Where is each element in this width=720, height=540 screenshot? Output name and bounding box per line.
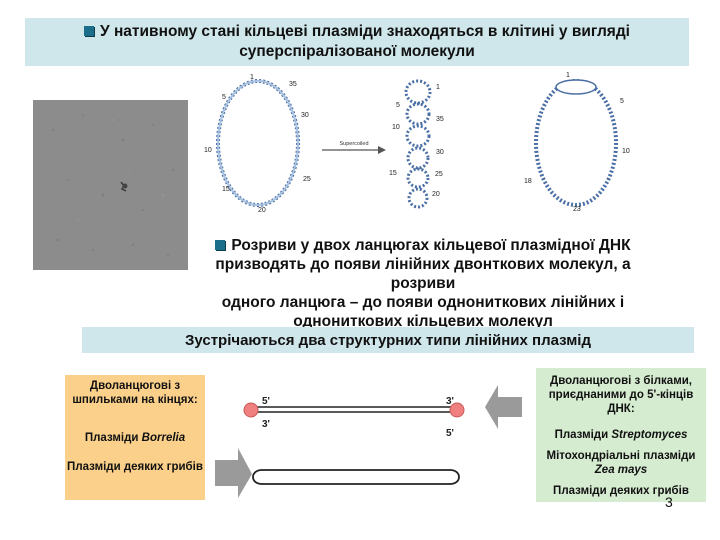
terminal-protein-left	[243, 402, 259, 418]
left-ring-label-1: 1	[250, 74, 254, 81]
protein-item-streptomyces: Плазміди Streptomyces	[536, 428, 706, 442]
protein-item-zea-mays: Мітохондріальні плазміди Zea mays	[536, 449, 706, 477]
right-ring-label-5: 5	[620, 98, 624, 105]
item-italic: Borrelia	[141, 432, 186, 444]
hairpin-item-borrelia: Плазміди Borrelia	[65, 431, 205, 445]
header-banner: У нативному стані кільцеві плазміди знах…	[25, 18, 689, 66]
label-bottom-left: 3'	[262, 419, 270, 430]
left-ring-label-15: 15	[222, 186, 230, 193]
nicked-region	[555, 79, 597, 95]
page-number: 3	[665, 494, 673, 510]
hairpin-box-title: Дволанцюгові з шпильками на кінцях:	[72, 380, 198, 406]
right-ring-label-23: 23	[573, 206, 581, 213]
types-banner: Зустрічаються два структурних типи ліній…	[82, 327, 694, 353]
label-top-right: 3'	[446, 396, 454, 407]
grey-arrow-left-pointing	[485, 385, 522, 429]
left-ring-label-30: 30	[301, 112, 309, 119]
arrow-label: Supercoiled	[339, 141, 368, 147]
protein-box-title: Дволанцюгові з білками, приєднаними до 5…	[548, 375, 694, 415]
mid-label-1: 1	[436, 84, 440, 91]
note-line-4: однониткових кільцевих молекул	[293, 313, 553, 330]
mid-label-10: 10	[392, 124, 400, 131]
grey-arrow-right-pointing	[215, 448, 252, 498]
note-line-2: призводять до появи лінійних двонткових …	[215, 256, 631, 292]
left-ring-label-10: 10	[204, 147, 212, 154]
header-line-2: суперспіралізованої молекули	[239, 43, 475, 60]
note-line-1: Розриви у двох ланцюгах кільцевої плазмі…	[183, 236, 663, 255]
item-italic: Streptomyces	[611, 429, 688, 441]
mid-label-30: 30	[436, 149, 444, 156]
terminal-protein-right	[449, 402, 465, 418]
hairpin-types-box: Дволанцюгові з шпильками на кінцях: Плаз…	[65, 375, 205, 500]
micrograph-image	[33, 100, 188, 270]
mid-label-15: 15	[389, 170, 397, 177]
relaxed-plasmid-ring-core	[217, 80, 299, 206]
protein-types-box: Дволанцюгові з білками, приєднаними до 5…	[536, 368, 706, 502]
breaks-note: Розриви у двох ланцюгах кільцевої плазмі…	[183, 236, 663, 331]
supercoiled-plasmid	[404, 79, 432, 209]
left-ring-label-20: 20	[258, 207, 266, 214]
bullet-icon	[84, 26, 94, 36]
left-ring-label-35: 35	[289, 81, 297, 88]
left-ring-label-5: 5	[222, 94, 226, 101]
left-ring-label-25: 25	[303, 176, 311, 183]
item-prefix: Плазміди	[554, 429, 612, 441]
header-text-1: У нативному стані кільцеві плазміди знах…	[100, 23, 630, 40]
supercoil-arrowhead	[378, 146, 386, 154]
mid-label-20: 20	[432, 191, 440, 198]
label-top-left: 5'	[262, 396, 270, 407]
header-line-1: У нативному стані кільцеві плазміди знах…	[84, 22, 630, 42]
bullet-icon	[215, 240, 226, 250]
right-ring-label-10: 10	[622, 148, 630, 155]
label-bottom-right: 5'	[446, 428, 454, 439]
mid-label-35: 35	[436, 116, 444, 123]
mid-label-25: 25	[435, 171, 443, 178]
right-ring-label-1: 1	[566, 72, 570, 79]
note-text-1: Розриви у двох ланцюгах кільцевої плазмі…	[231, 237, 631, 254]
item-prefix: Плазміди	[84, 432, 142, 444]
right-ring-label-18: 18	[524, 178, 532, 185]
hairpin-linear-plasmid	[252, 469, 460, 485]
note-line-3: одного ланцюга – до появи однониткових л…	[221, 294, 625, 311]
mid-label-5: 5	[396, 102, 400, 109]
nicked-plasmid-ring	[534, 79, 618, 207]
micrograph-texture	[33, 100, 188, 270]
item-prefix: Мітохондріальні плазміди	[546, 450, 696, 462]
hairpin-item-fungi: Плазміди деяких грибів	[67, 461, 203, 473]
item-italic: Zea mays	[594, 464, 648, 476]
protein-item-fungi: Плазміди деяких грибів	[553, 485, 689, 497]
